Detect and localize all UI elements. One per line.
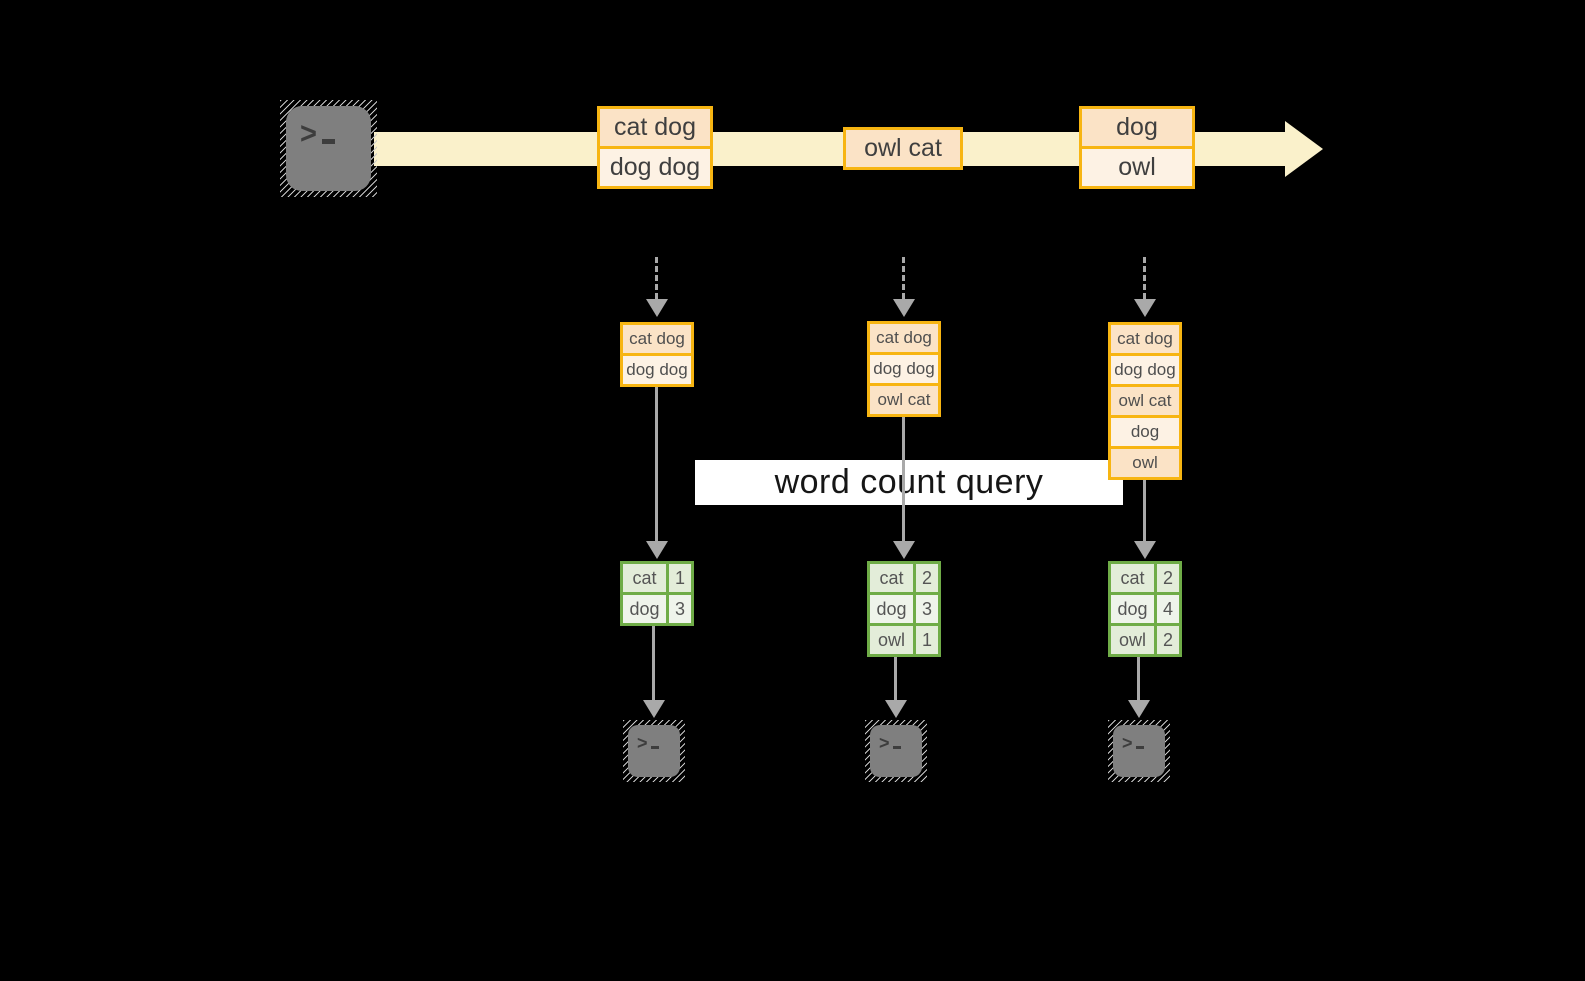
query-label-band: word count query: [695, 460, 1123, 505]
state-row: dog dog: [623, 356, 691, 384]
result-word-cell: cat: [623, 564, 666, 592]
result-table-1: cat 1 dog 3: [620, 561, 694, 626]
stream-record: owl cat: [846, 130, 960, 167]
state-buffer-3: cat dog dog dog owl cat dog owl: [1108, 322, 1182, 480]
stream-record: owl: [1082, 149, 1192, 186]
query-arrow-line: [655, 387, 658, 541]
prompt-chevron-icon: >: [637, 733, 648, 753]
emit-arrow-head-icon: [643, 700, 665, 718]
terminal-screen: >: [1113, 725, 1165, 777]
state-row: cat dog: [1111, 325, 1179, 353]
state-row: cat dog: [623, 325, 691, 353]
state-row: dog dog: [870, 355, 938, 383]
result-count-cell: 3: [916, 595, 938, 623]
sink-terminal-icon: >: [623, 720, 685, 782]
sink-terminal-icon: >: [1108, 720, 1170, 782]
stream-record-group-3: dog owl: [1079, 106, 1195, 189]
prompt-dash-icon: [321, 139, 335, 144]
state-row: owl cat: [870, 386, 938, 414]
stream-record: dog dog: [600, 149, 710, 186]
state-buffer-1: cat dog dog dog: [620, 322, 694, 387]
emit-arrow-head-icon: [885, 700, 907, 718]
prompt-dash-icon: [650, 746, 659, 749]
prompt-chevron-icon: >: [300, 117, 317, 151]
result-row: cat 2: [1111, 564, 1179, 592]
emit-arrow-line: [1137, 657, 1140, 700]
stream-record-group-2: owl cat: [843, 127, 963, 170]
state-row: dog: [1111, 418, 1179, 446]
ingest-arrow-head-icon: [646, 299, 668, 317]
result-table-3: cat 2 dog 4 owl 2: [1108, 561, 1182, 657]
query-arrow-head-icon: [893, 541, 915, 559]
ingest-arrow-head-icon: [1134, 299, 1156, 317]
state-row: dog dog: [1111, 356, 1179, 384]
source-terminal-icon: >: [280, 100, 377, 197]
result-table-2: cat 2 dog 3 owl 1: [867, 561, 941, 657]
result-row: cat 1: [623, 564, 691, 592]
ingest-arrow-line: [902, 257, 905, 299]
emit-arrow-head-icon: [1128, 700, 1150, 718]
result-count-cell: 2: [1157, 626, 1179, 654]
result-row: dog 3: [870, 595, 938, 623]
state-row: owl: [1111, 449, 1179, 477]
result-count-cell: 3: [669, 595, 691, 623]
prompt-dash-icon: [1135, 746, 1144, 749]
result-row: owl 2: [1111, 626, 1179, 654]
state-row: owl cat: [1111, 387, 1179, 415]
query-arrow-head-icon: [1134, 541, 1156, 559]
stream-record: dog: [1082, 109, 1192, 146]
result-count-cell: 1: [916, 626, 938, 654]
result-row: dog 4: [1111, 595, 1179, 623]
ingest-arrow-line: [1143, 257, 1146, 299]
stream-timeline-arrowhead-icon: [1285, 121, 1323, 177]
result-word-cell: dog: [623, 595, 666, 623]
query-label: word count query: [774, 463, 1044, 501]
result-count-cell: 1: [669, 564, 691, 592]
terminal-screen: >: [628, 725, 680, 777]
result-word-cell: owl: [1111, 626, 1154, 654]
stream-record-group-1: cat dog dog dog: [597, 106, 713, 189]
result-word-cell: dog: [870, 595, 913, 623]
result-word-cell: cat: [1111, 564, 1154, 592]
state-buffer-2: cat dog dog dog owl cat: [867, 321, 941, 417]
prompt-chevron-icon: >: [1122, 733, 1133, 753]
result-word-cell: cat: [870, 564, 913, 592]
prompt-dash-icon: [892, 746, 901, 749]
result-row: dog 3: [623, 595, 691, 623]
ingest-arrow-line: [655, 257, 658, 299]
sink-terminal-icon: >: [865, 720, 927, 782]
result-word-cell: dog: [1111, 595, 1154, 623]
stream-record: cat dog: [600, 109, 710, 146]
query-arrow-line: [902, 417, 905, 541]
result-row: owl 1: [870, 626, 938, 654]
result-count-cell: 2: [916, 564, 938, 592]
result-row: cat 2: [870, 564, 938, 592]
emit-arrow-line: [652, 626, 655, 700]
state-row: cat dog: [870, 324, 938, 352]
ingest-arrow-head-icon: [893, 299, 915, 317]
result-count-cell: 2: [1157, 564, 1179, 592]
terminal-screen: >: [286, 106, 371, 191]
result-count-cell: 4: [1157, 595, 1179, 623]
terminal-screen: >: [870, 725, 922, 777]
query-arrow-head-icon: [646, 541, 668, 559]
emit-arrow-line: [894, 657, 897, 700]
query-arrow-line: [1143, 480, 1146, 541]
result-word-cell: owl: [870, 626, 913, 654]
prompt-chevron-icon: >: [879, 733, 890, 753]
